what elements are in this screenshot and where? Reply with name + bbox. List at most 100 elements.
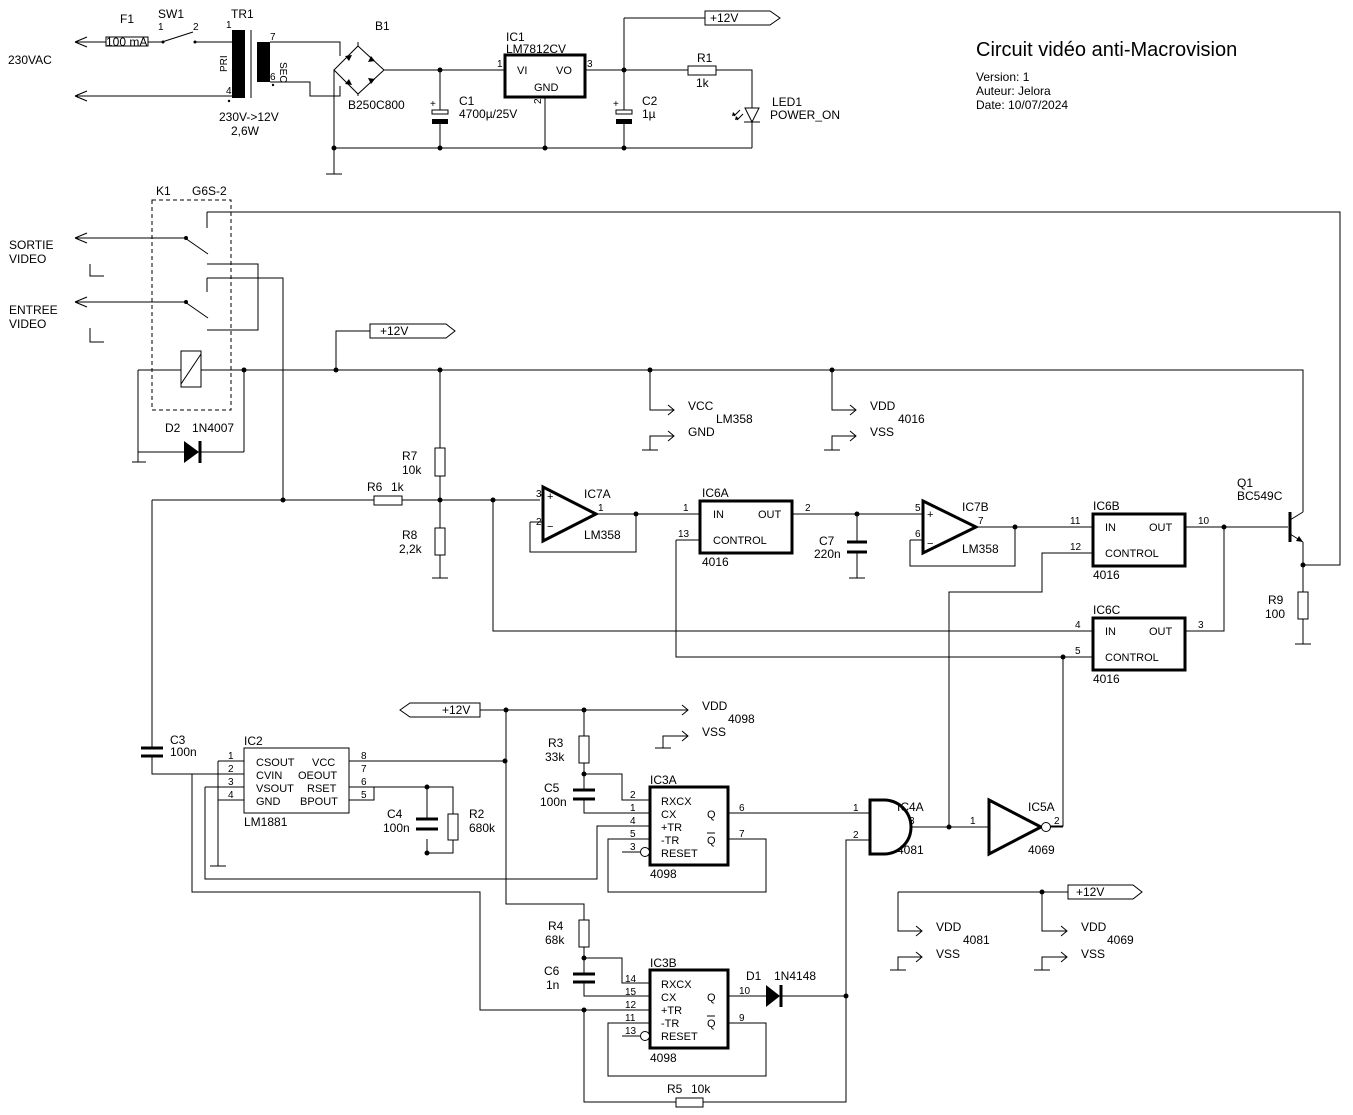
ic6c-in: IN [1105,626,1116,638]
b1-value: B250C800 [348,98,405,112]
relay-output-contact [74,211,1341,566]
switch-ic6a [675,499,1093,658]
resistor-r1 [624,65,753,108]
ic3b-rxcx: RXCX [661,979,692,991]
capacitor-c2: + [613,18,633,151]
ic3a-qbar: Q [707,835,716,847]
tr1-ref: TR1 [231,7,254,21]
ic4a-value: 4081 [897,843,924,857]
resistor-r5 [675,1097,704,1108]
ic4a-pin3: 3 [909,816,915,827]
ic5a-ref: IC5A [1028,800,1055,814]
c7-value: 220n [814,547,841,561]
svg-text:−: − [927,538,933,550]
ic7b-ref: IC7B [962,500,989,514]
r3-value: 33k [545,750,565,764]
ic1-value: LM7812CV [506,42,566,56]
r8-ref: R8 [402,528,418,542]
monostable-ic3a [573,735,870,893]
ic2-value: LM1881 [244,815,288,829]
r9-ref: R9 [1268,593,1284,607]
r7-ref: R7 [402,449,418,463]
r9-value: 100 [1265,607,1285,621]
ic6a-pin1: 1 [683,503,689,514]
ic3a-pin4: 4 [630,816,636,827]
mains-label: 230VAC [8,53,52,67]
relay-coil [180,350,202,388]
ic6a-ref: IC6A [702,486,729,500]
transformer-tr1 [227,30,341,103]
ic6a-pin2: 2 [805,503,811,514]
c1-ref: C1 [459,94,475,108]
ic6a-pin13: 13 [678,529,690,540]
c4-ref: C4 [387,807,403,821]
cd4098-supply: +12V VDD 4098 VSS [399,699,755,920]
relay-in-pivot [184,300,188,304]
ic6c-value: 4016 [1093,672,1120,686]
r7-value: 10k [402,463,422,477]
ic7b-pin6: 6 [915,529,921,540]
ic2-vcc: VCC [312,757,335,769]
ic7a-pin3: 3 [536,489,542,500]
ic6c-pin3: 3 [1198,620,1204,631]
entree-label-1: ENTREE [9,303,58,317]
ic3a-pin1: 1 [630,803,636,814]
svg-text:VDD: VDD [1081,920,1107,934]
c2-value: 1µ [642,107,656,121]
sw1-contact-a [161,40,165,44]
ic3a-pin2: 2 [630,790,636,801]
ic2-oeout: OEOUT [298,770,337,782]
svg-text:VSS: VSS [702,725,726,739]
led1-value: POWER_ON [770,108,840,122]
ic3b-pin10: 10 [739,986,751,997]
relay-coil-wiring [132,369,1304,512]
node-lm358-vcc [647,367,653,373]
tr1-pin4: 4 [226,86,232,97]
svg-text:+: + [430,99,436,110]
ic1-pin2: 2 [533,98,544,104]
relay-k1-outline [151,199,232,411]
ic7b-pin5: 5 [915,503,921,514]
relay-out-pivot [184,236,188,240]
relay-section: K1 G6S-2 SORTIE VIDEO ENTREE VIDEO D2 1N… [9,184,1341,566]
c5-value: 100n [540,795,567,809]
tr1-value: 230V->12V [219,110,279,124]
ic7a-ref: IC7A [584,487,611,501]
resistor-r8 [434,527,446,556]
ic3b-pin13: 13 [625,1026,637,1037]
ic6c-out: OUT [1149,626,1173,638]
ic2-rset: RSET [307,783,337,795]
ic2-bpout: BPOUT [300,796,338,808]
schematic-version: Version: 1 [976,70,1030,84]
svg-text:−: − [547,521,553,533]
ic3b-ntr: -TR [661,1018,679,1030]
regulator-ic1 [440,53,624,148]
tr1-pin7: 7 [270,32,276,43]
d1-value: 1N4148 [774,969,816,983]
ic4a-ref: IC4A [897,800,924,814]
r5-ref: R5 [667,1082,683,1096]
svg-text:+12V: +12V [442,703,470,717]
sw1-contact-b [193,40,197,44]
led1-ref: LED1 [772,95,802,109]
ic3b-value: 4098 [650,1051,677,1065]
supply-ground-node [331,145,337,151]
ic2-pin1: 1 [228,751,234,762]
mains-n-arrow [74,90,230,102]
svg-text:VDD: VDD [870,399,896,413]
r1-value: 1k [696,76,710,90]
ic3a-ptr: +TR [661,822,682,834]
sw1-pin2: 2 [193,22,199,33]
cd4081-4069-supply: +12V VDD 4081 VSS VDD 4069 VSS [890,884,1143,971]
ic5a-value: 4069 [1028,843,1055,857]
relay-coil-slash [180,353,202,385]
monostable-ic3b [573,839,870,1108]
ic2-csout: CSOUT [256,757,295,769]
ic3a-rxcx: RXCX [661,796,692,808]
b1-ref: B1 [375,19,390,33]
f1-ref: F1 [120,12,134,26]
d2-value: 1N4007 [192,421,234,435]
switch-ic6c [1050,527,1225,827]
in-ground-stub [89,328,104,343]
ic3a-value: 4098 [650,867,677,881]
